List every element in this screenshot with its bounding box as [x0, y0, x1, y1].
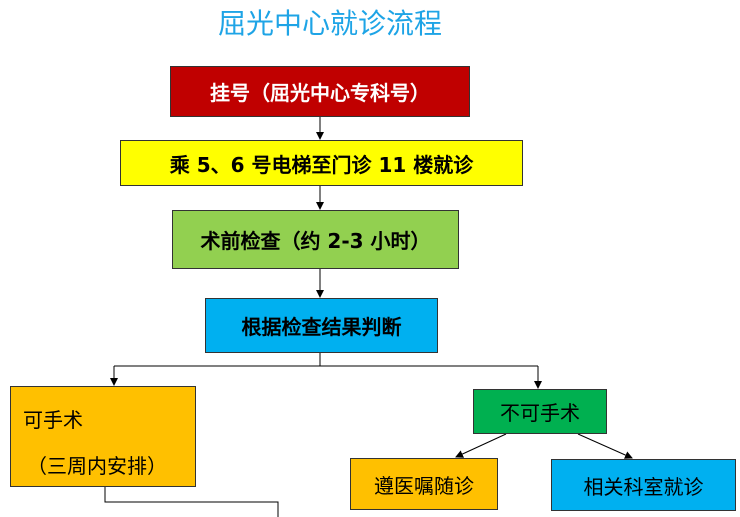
step-elevator-label: 乘 5、6 号电梯至门诊 11 楼就诊 — [169, 152, 474, 177]
branch-line — [114, 352, 321, 367]
step-operable-note: （三周内安排） — [27, 454, 167, 478]
step-not-operable: 不可手术 — [473, 389, 607, 434]
arrow-to-other-dept — [577, 433, 633, 459]
step-register-label: 挂号（屈光中心专科号） — [210, 81, 430, 105]
step-precheck-label: 术前检查（约 2-3 小时） — [200, 229, 431, 253]
step-other-dept: 相关科室就诊 — [551, 459, 736, 511]
step-operable-label: 可手术 — [23, 408, 83, 432]
step-elevator: 乘 5、6 号电梯至门诊 11 楼就诊 — [120, 140, 523, 186]
step-follow-advice: 遵医嘱随诊 — [350, 458, 498, 510]
page-title: 屈光中心就诊流程 — [217, 7, 442, 40]
arrow-to-follow-advice — [455, 433, 507, 458]
step-not-operable-label: 不可手术 — [500, 401, 580, 425]
operable-continuation-line — [104, 486, 279, 517]
step-register: 挂号（屈光中心专科号） — [170, 66, 470, 117]
step-other-dept-label: 相关科室就诊 — [583, 474, 704, 499]
step-precheck: 术前检查（约 2-3 小时） — [172, 210, 459, 269]
step-operable: 可手术 （三周内安排） — [10, 386, 196, 487]
step-judge: 根据检查结果判断 — [205, 298, 438, 353]
step-judge-label: 根据检查结果判断 — [241, 315, 402, 339]
step-follow-advice-label: 遵医嘱随诊 — [374, 473, 474, 498]
